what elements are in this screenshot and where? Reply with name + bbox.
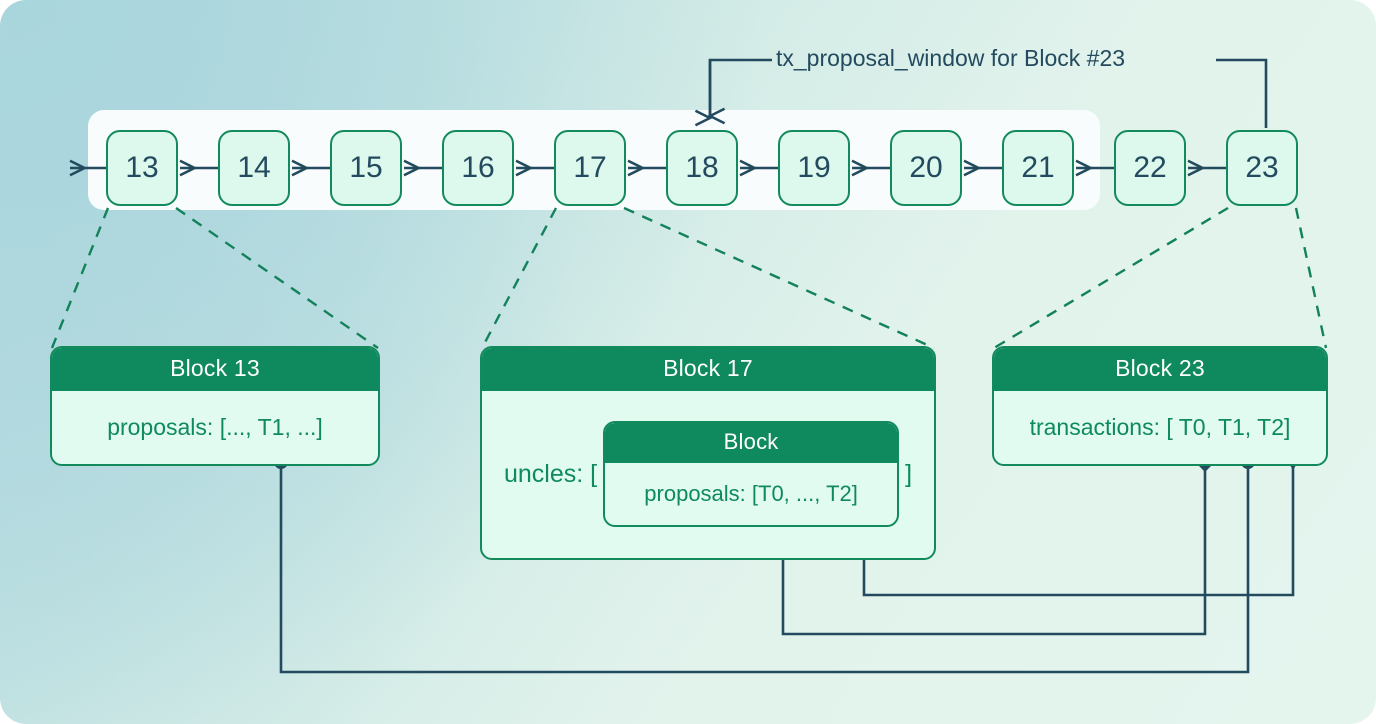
nested-uncle-block-card[interactable]: Block proposals: [T0, ..., T2]	[603, 421, 900, 527]
card-title-block-13: Block 13	[52, 348, 378, 391]
chain-block-14[interactable]: 14	[218, 130, 290, 206]
chain-block-22[interactable]: 22	[1114, 130, 1186, 206]
card-title-block-17: Block 17	[482, 348, 934, 391]
uncles-open-bracket: uncles: [	[503, 459, 598, 488]
chain-block-18[interactable]: 18	[666, 130, 738, 206]
tx-proposal-window-label: tx_proposal_window for Block #23	[776, 45, 1126, 71]
nested-card-title: Block	[605, 423, 898, 463]
chain-block-19[interactable]: 19	[778, 130, 850, 206]
chain-block-21[interactable]: 21	[1002, 130, 1074, 206]
nested-card-field-proposals: proposals: [T0, ..., T2]	[644, 481, 858, 506]
uncles-row: uncles: [ Block proposals: [T0, ..., T2]…	[482, 421, 934, 527]
detail-card-block-23[interactable]: Block 23 transactions: [ T0, T1, T2]	[992, 346, 1328, 466]
dashed-leaders	[50, 206, 1328, 350]
detail-card-block-13[interactable]: Block 13 proposals: [..., T1, ...]	[50, 346, 380, 466]
uncles-close-bracket: ]	[905, 459, 913, 488]
card-field-transactions-block-23: transactions: [ T0, T1, T2]	[1029, 413, 1291, 440]
chain-block-16[interactable]: 16	[442, 130, 514, 206]
chain-block-17[interactable]: 17	[554, 130, 626, 206]
card-field-uncles-block-17: uncles: [ Block proposals: [T0, ..., T2]…	[482, 391, 934, 557]
detail-card-block-17[interactable]: Block 17 uncles: [ Block proposals: [T0,…	[480, 346, 936, 560]
card-title-block-23: Block 23	[994, 348, 1326, 391]
chain-block-13[interactable]: 13	[106, 130, 178, 206]
chain-block-15[interactable]: 15	[330, 130, 402, 206]
chain-block-20[interactable]: 20	[890, 130, 962, 206]
card-field-proposals-block-13: proposals: [..., T1, ...]	[107, 413, 323, 440]
chain-block-23[interactable]: 23	[1226, 130, 1298, 206]
